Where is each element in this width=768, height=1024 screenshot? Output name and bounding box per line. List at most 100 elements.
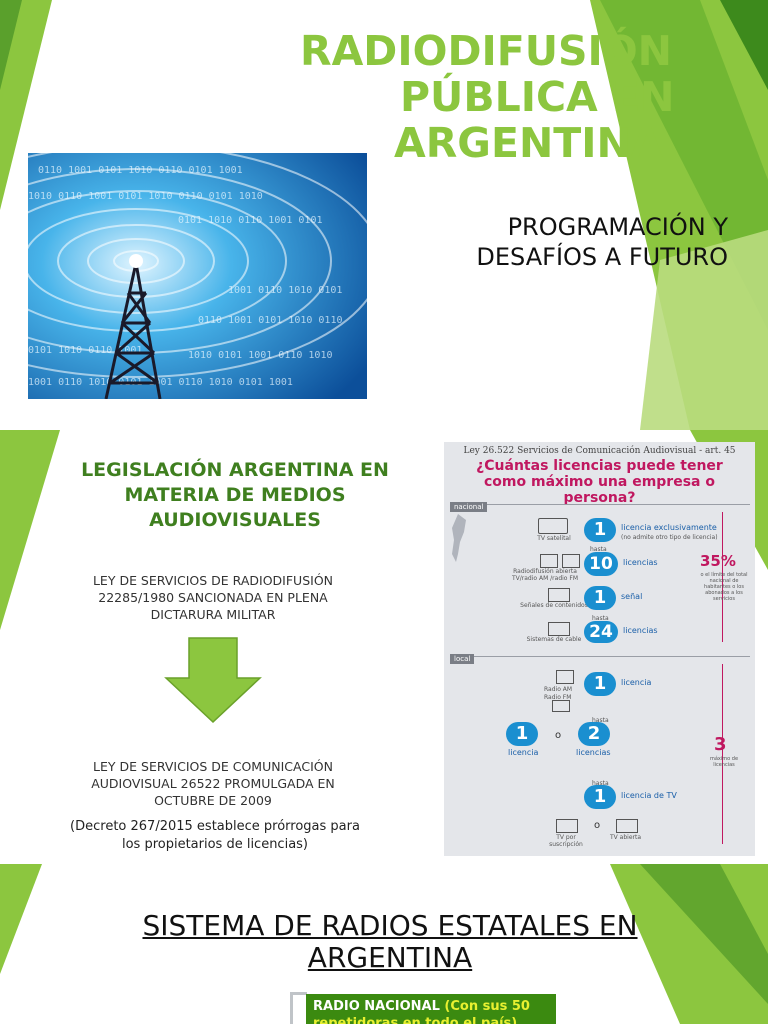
count-circle: 1 [584,586,616,610]
law-26522-text: LEY DE SERVICIOS DE COMUNICACIÓN AUDIOVI… [48,758,378,809]
law1-line-3: DICTARURA MILITAR [150,607,276,622]
local-divider [450,656,750,657]
left-facet-shape [0,864,42,974]
radio-am-label: Radio AM [544,686,573,693]
radio-am-value: licencia [621,678,652,687]
count-circle: 1 [584,672,616,696]
green-facet-decoration [0,864,768,1024]
radio-nacional-note-line2: repetidoras en todo el país) [313,1016,518,1024]
right-facet-dark-shape [640,864,768,1004]
left-facet-shape [0,430,60,630]
law2-line-1: LEY DE SERVICIOS DE COMUNICACIÓN [93,759,333,774]
radio-nacional-box: RADIO NACIONAL (Con sus 50 repetidoras e… [306,994,556,1024]
percent-note: o el límite del total nacional de habita… [700,572,748,602]
infographic-header: Ley 26.522 Servicios de Comunicación Aud… [463,446,736,456]
radio-nacional-label: RADIO NACIONAL [313,999,440,1014]
cable-icon [548,622,570,636]
row-broadcast-label: Radiodifusión abierta TV/radio AM /radio… [511,568,579,582]
subtitle-line-2: DESAFÍOS A FUTURO [476,243,728,271]
slide-title-heading: RADIODIFUSIÓN PÚBLICA EN ARGENTINA [300,28,720,166]
radio-nacional-note: (Con sus 50 [439,999,530,1014]
max-3-note: máximo de licencias [709,756,739,768]
heading-line-1: LEGISLACIÓN ARGENTINA EN [81,459,389,481]
or-separator: o [555,730,562,741]
box-bracket [290,992,307,1024]
argentina-map-icon [452,514,466,562]
down-arrow-icon [164,637,262,724]
row-satellite-value: licencia exclusivamente [621,523,717,532]
row-cable-label: Sistemas de cable [526,636,582,643]
tv-icon [562,554,580,568]
hasta-label: hasta [592,615,609,622]
count-circle: 1 [584,518,616,542]
signal-icon [548,588,570,602]
count-circle: 1 [584,785,616,809]
percent-35: 35% [700,552,736,570]
law2-line-2: AUDIOVISUAL 26522 PROMULGADA EN [91,776,335,791]
antenna-binary-image: 0110 1001 0101 1010 0110 0101 1001 1010 … [28,153,367,399]
radio-fm-value: licencia [508,748,539,757]
question-line-2: como máximo una empresa o [484,474,715,490]
local-radio-value: licencias [576,748,611,757]
tv-subscription-label: TV por suscripción [549,834,583,848]
left-facet-dark-shape [0,0,22,90]
right-facet-dark-shape [720,0,768,90]
radio-fm-icon [552,700,570,712]
nacional-tag: nacional [450,502,488,512]
infographic-question: ¿Cuántas licencias puede tener como máxi… [444,458,755,506]
svg-text:1001 0110 1010 0101 1001 0110: 1001 0110 1010 0101 1001 0110 1010 0101 … [28,377,293,388]
hasta-label: hasta [592,780,609,787]
state-radios-title: SISTEMA DE RADIOS ESTATALES EN ARGENTINA [60,910,720,974]
law1-line-2: 22285/1980 SANCIONADA EN PLENA [98,590,328,605]
nacional-bracket [722,512,723,642]
left-facet-shape [0,0,52,210]
radio-icon [540,554,558,568]
svg-text:0101 1010 0110 1001: 0101 1010 0110 1001 [28,345,142,356]
row-satellite-note: (no admite otro tipo de licencia) [621,534,718,541]
svg-text:0110 1001 0101 1010 0110 0101: 0110 1001 0101 1010 0110 0101 1001 [38,165,243,176]
svg-text:1010 0101 1001 0110 1010: 1010 0101 1001 0110 1010 [188,350,333,361]
question-line-3: persona? [563,490,636,506]
title3-line-2: ARGENTINA [307,941,473,974]
count-circle: 2 [578,722,610,746]
satellite-tv-icon [538,518,568,534]
decree-line-1: (Decreto 267/2015 establece prórrogas pa… [70,819,360,834]
legislation-heading: LEGISLACIÓN ARGENTINA EN MATERIA DE MEDI… [50,458,420,533]
local-tag: local [450,654,475,664]
green-facet-decoration [0,0,768,430]
law-22285-text: LEY DE SERVICIOS DE RADIODIFUSIÓN 22285/… [48,572,378,623]
local-bracket [722,664,723,844]
tv-subscription-icon [556,819,578,833]
radio-fm-label: Radio FM [544,694,572,701]
right-facet-light-shape [640,230,768,430]
count-circle: 24 [584,621,618,643]
hasta-label: hasta [590,546,607,553]
local-tv-value: licencia de TV [621,791,677,800]
row-signals-value: señal [621,592,643,601]
svg-text:0110 1001 0101 1010 0110: 0110 1001 0101 1010 0110 [198,315,343,326]
tv-open-label: TV abierta [610,834,642,841]
svg-text:1010 0110 1001 0101 1010 0110: 1010 0110 1001 0101 1010 0110 0101 1010 [28,191,263,202]
licenses-infographic: Ley 26.522 Servicios de Comunicación Aud… [444,442,755,856]
decree-text: (Decreto 267/2015 establece prórrogas pa… [40,818,390,854]
title-line-3: ARGENTINA [394,119,663,167]
subtitle-line-1: PROGRAMACIÓN Y [507,213,728,241]
row-satellite-label: TV satelital [537,535,571,542]
slide-state-radios: SISTEMA DE RADIOS ESTATALES EN ARGENTINA… [0,864,768,1024]
or-separator: o [594,820,601,831]
law1-line-1: LEY DE SERVICIOS DE RADIODIFUSIÓN [92,573,334,588]
title-line-1: RADIODIFUSIÓN [300,27,672,75]
title3-line-1: SISTEMA DE RADIOS ESTATALES EN [142,909,638,942]
max-3-value: 3 [714,734,727,755]
nacional-divider [450,504,750,505]
svg-text:1001 0110 1010 0101: 1001 0110 1010 0101 [228,285,342,296]
question-line-1: ¿Cuántas licencias puede tener [476,458,723,474]
radio-am-icon [556,670,574,684]
row-cable-value: licencias [623,626,658,635]
decree-line-2: los propietarios de licencias) [121,837,309,852]
law2-line-3: OCTUBRE DE 2009 [154,793,272,808]
hasta-label: hasta [592,717,609,724]
count-circle: 10 [584,552,618,576]
slide-title: 0110 1001 0101 1010 0110 0101 1001 1010 … [0,0,768,430]
heading-line-2: MATERIA DE MEDIOS [124,484,346,506]
